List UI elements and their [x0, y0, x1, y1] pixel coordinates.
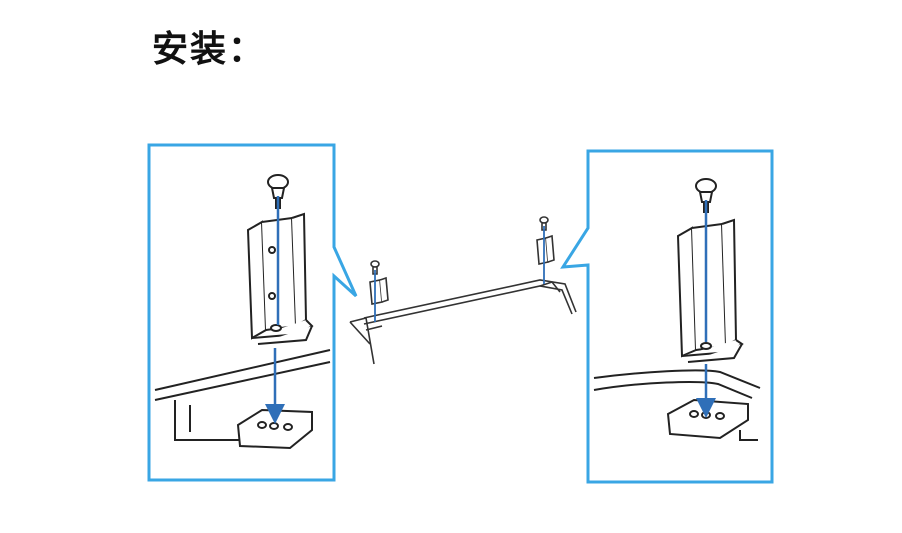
- hinge-bracket-icon-small-right: [536, 216, 555, 265]
- page-title: 安装：: [152, 29, 267, 70]
- table-frame: [154, 349, 331, 441]
- mounting-plate-icon: [236, 408, 313, 450]
- center-overview: [349, 216, 577, 365]
- screw-icon: [695, 178, 717, 213]
- hinge-bracket-icon: [246, 212, 314, 345]
- down-arrow-icon: [265, 196, 285, 424]
- hinge-bracket-icon: [676, 218, 744, 363]
- left-callout-panel: [147, 143, 358, 482]
- rail-frame-icon: [349, 279, 577, 365]
- table-frame: [593, 369, 761, 441]
- hinge-bracket-icon-small-left: [369, 260, 389, 305]
- right-callout-panel: [560, 149, 774, 484]
